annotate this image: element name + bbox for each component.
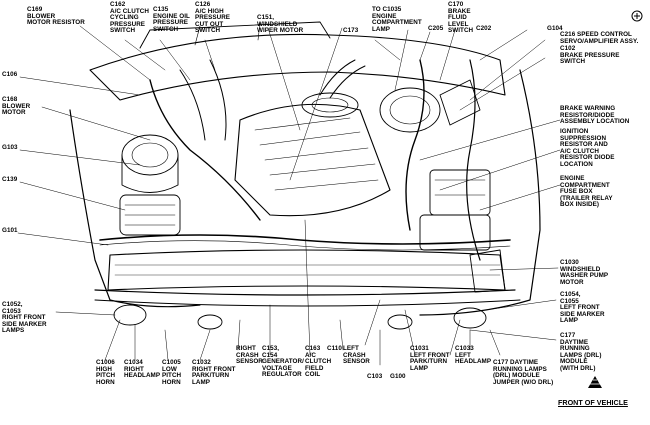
label-c168: C168 BLOWER MOTOR: [2, 96, 31, 117]
label-ignition-suppression: IGNITION SUPPRESSION RESISTOR AND A/C CL…: [560, 128, 615, 168]
label-c173: C173: [343, 27, 359, 34]
front-of-vehicle-label: FRONT OF VEHICLE: [558, 398, 628, 407]
label-c177-jumper: C177 DAYTIME RUNNING LAMPS (DRL) MODULE …: [493, 359, 554, 386]
label-c103: C103: [367, 373, 383, 380]
label-right-crash-sensor: RIGHT CRASH SENSOR: [236, 345, 263, 366]
label-c135: C135 ENGINE OIL PRESSURE SWITCH: [153, 6, 190, 33]
label-c170: C170 BRAKE FLUID LEVEL SWITCH: [448, 1, 474, 35]
front-arrow-icon: [588, 376, 602, 388]
label-g104: G104: [547, 25, 563, 32]
label-c163: C163 A/C CLUTCH FIELD COIL: [305, 345, 332, 379]
label-c202: C202: [476, 25, 492, 32]
label-c162: C162 A/C CLUTCH CYCLING PRESSURE SWITCH: [110, 1, 149, 35]
label-c1052: C1052, C1053 RIGHT FRONT SIDE MARKER LAM…: [2, 301, 47, 335]
circle-plus-icon: [631, 10, 643, 22]
label-g100: G100: [390, 373, 406, 380]
label-left-crash-sensor: LEFT CRASH SENSOR: [343, 345, 370, 366]
label-c1005: C1005 LOW PITCH HORN: [162, 359, 182, 386]
label-c216: C216 SPEED CONTROL SERVO/AMPLIFIER ASSY.: [560, 31, 639, 45]
label-c106: C106: [2, 71, 18, 78]
label-c1030: C1030 WINDSHIELD WASHER PUMP MOTOR: [560, 259, 609, 286]
label-fuse-box: ENGINE COMPARTMENT FUSE BOX (TRAILER REL…: [560, 175, 613, 209]
label-brake-warning: BRAKE WARNING RESISTOR/DIODE ASSEMBLY LO…: [560, 105, 630, 126]
label-c1054: C1054, C1055 LEFT FRONT SIDE MARKER LAMP: [560, 291, 605, 325]
label-c153: C153, C154 GENERATOR/ VOLTAGE REGULATOR: [262, 345, 304, 379]
label-c151: C151, WINDSHIELD WIPER MOTOR: [257, 14, 304, 35]
label-c1031: C1031 LEFT FRONT PARK/TURN LAMP: [410, 345, 450, 372]
label-c1035: TO C1035 ENGINE COMPARTMENT LAMP: [372, 6, 422, 33]
label-c1033: C1033 LEFT HEADLAMP: [455, 345, 492, 366]
label-g101: G101: [2, 227, 18, 234]
label-g103: G103: [2, 144, 18, 151]
label-c1006: C1006 HIGH PITCH HORN: [96, 359, 116, 386]
label-c205: C205: [428, 25, 444, 32]
label-c1034: C1034 RIGHT HEADLAMP: [124, 359, 161, 380]
label-c102: C102 BRAKE PRESSURE SWITCH: [560, 45, 620, 66]
label-c177: C177 DAYTIME RUNNING LAMPS (DRL) MODULE …: [560, 332, 602, 372]
label-c139: C139: [2, 176, 18, 183]
label-c126: C126 A/C HIGH PRESSURE CUT OUT SWITCH: [195, 1, 231, 35]
label-c169: C169 BLOWER MOTOR RESISTOR: [27, 6, 85, 27]
label-c110: C110: [327, 345, 342, 352]
label-c1032: C1032 RIGHT FRONT PARK/TURN LAMP: [192, 359, 236, 386]
